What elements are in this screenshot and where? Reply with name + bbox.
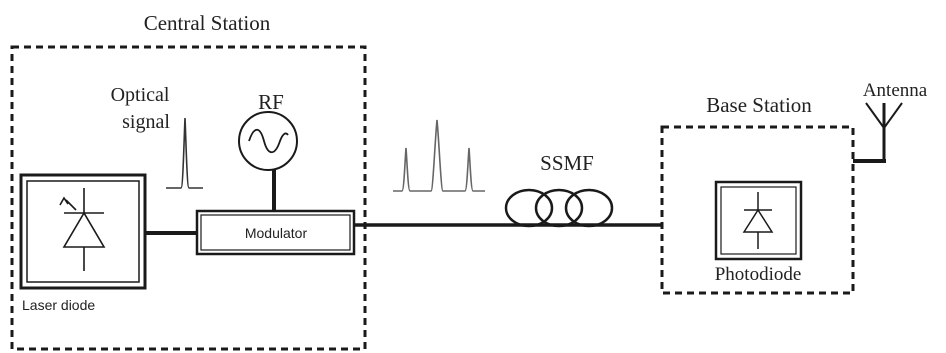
laser-diode-label: Laser diode: [22, 297, 95, 313]
optical-pulse-icon: [166, 117, 203, 189]
laser-diode-inner-box: [26, 180, 140, 283]
photodiode-icon: [742, 192, 774, 249]
modulator-box: [195, 209, 356, 256]
base-station-title: Base Station: [706, 93, 812, 117]
laser-diode-icon: [59, 188, 106, 271]
photodiode-inner-box: [720, 186, 797, 255]
optical-signal-label-line1: Optical: [111, 84, 170, 106]
central-station-box: [10, 45, 367, 351]
ssmf-label: SSMF: [540, 151, 594, 175]
modulator-label: Modulator: [245, 225, 308, 241]
modulator-inner-box: [200, 214, 351, 251]
central-station-title: Central Station: [144, 11, 271, 35]
optical-spectrum-icon: [393, 119, 485, 192]
sine-wave-icon: [248, 128, 289, 154]
antenna-label: Antenna: [863, 80, 928, 101]
rf-label: RF: [258, 90, 284, 114]
fiber-coil-icon: [504, 188, 614, 228]
photodiode-label: Photodiode: [715, 264, 802, 285]
rf-source: [238, 111, 298, 171]
laser-diode-box: [19, 173, 147, 290]
optical-signal-label-line2: signal: [122, 111, 170, 133]
base-station-box: [660, 125, 855, 295]
antenna-icon: [853, 102, 903, 163]
